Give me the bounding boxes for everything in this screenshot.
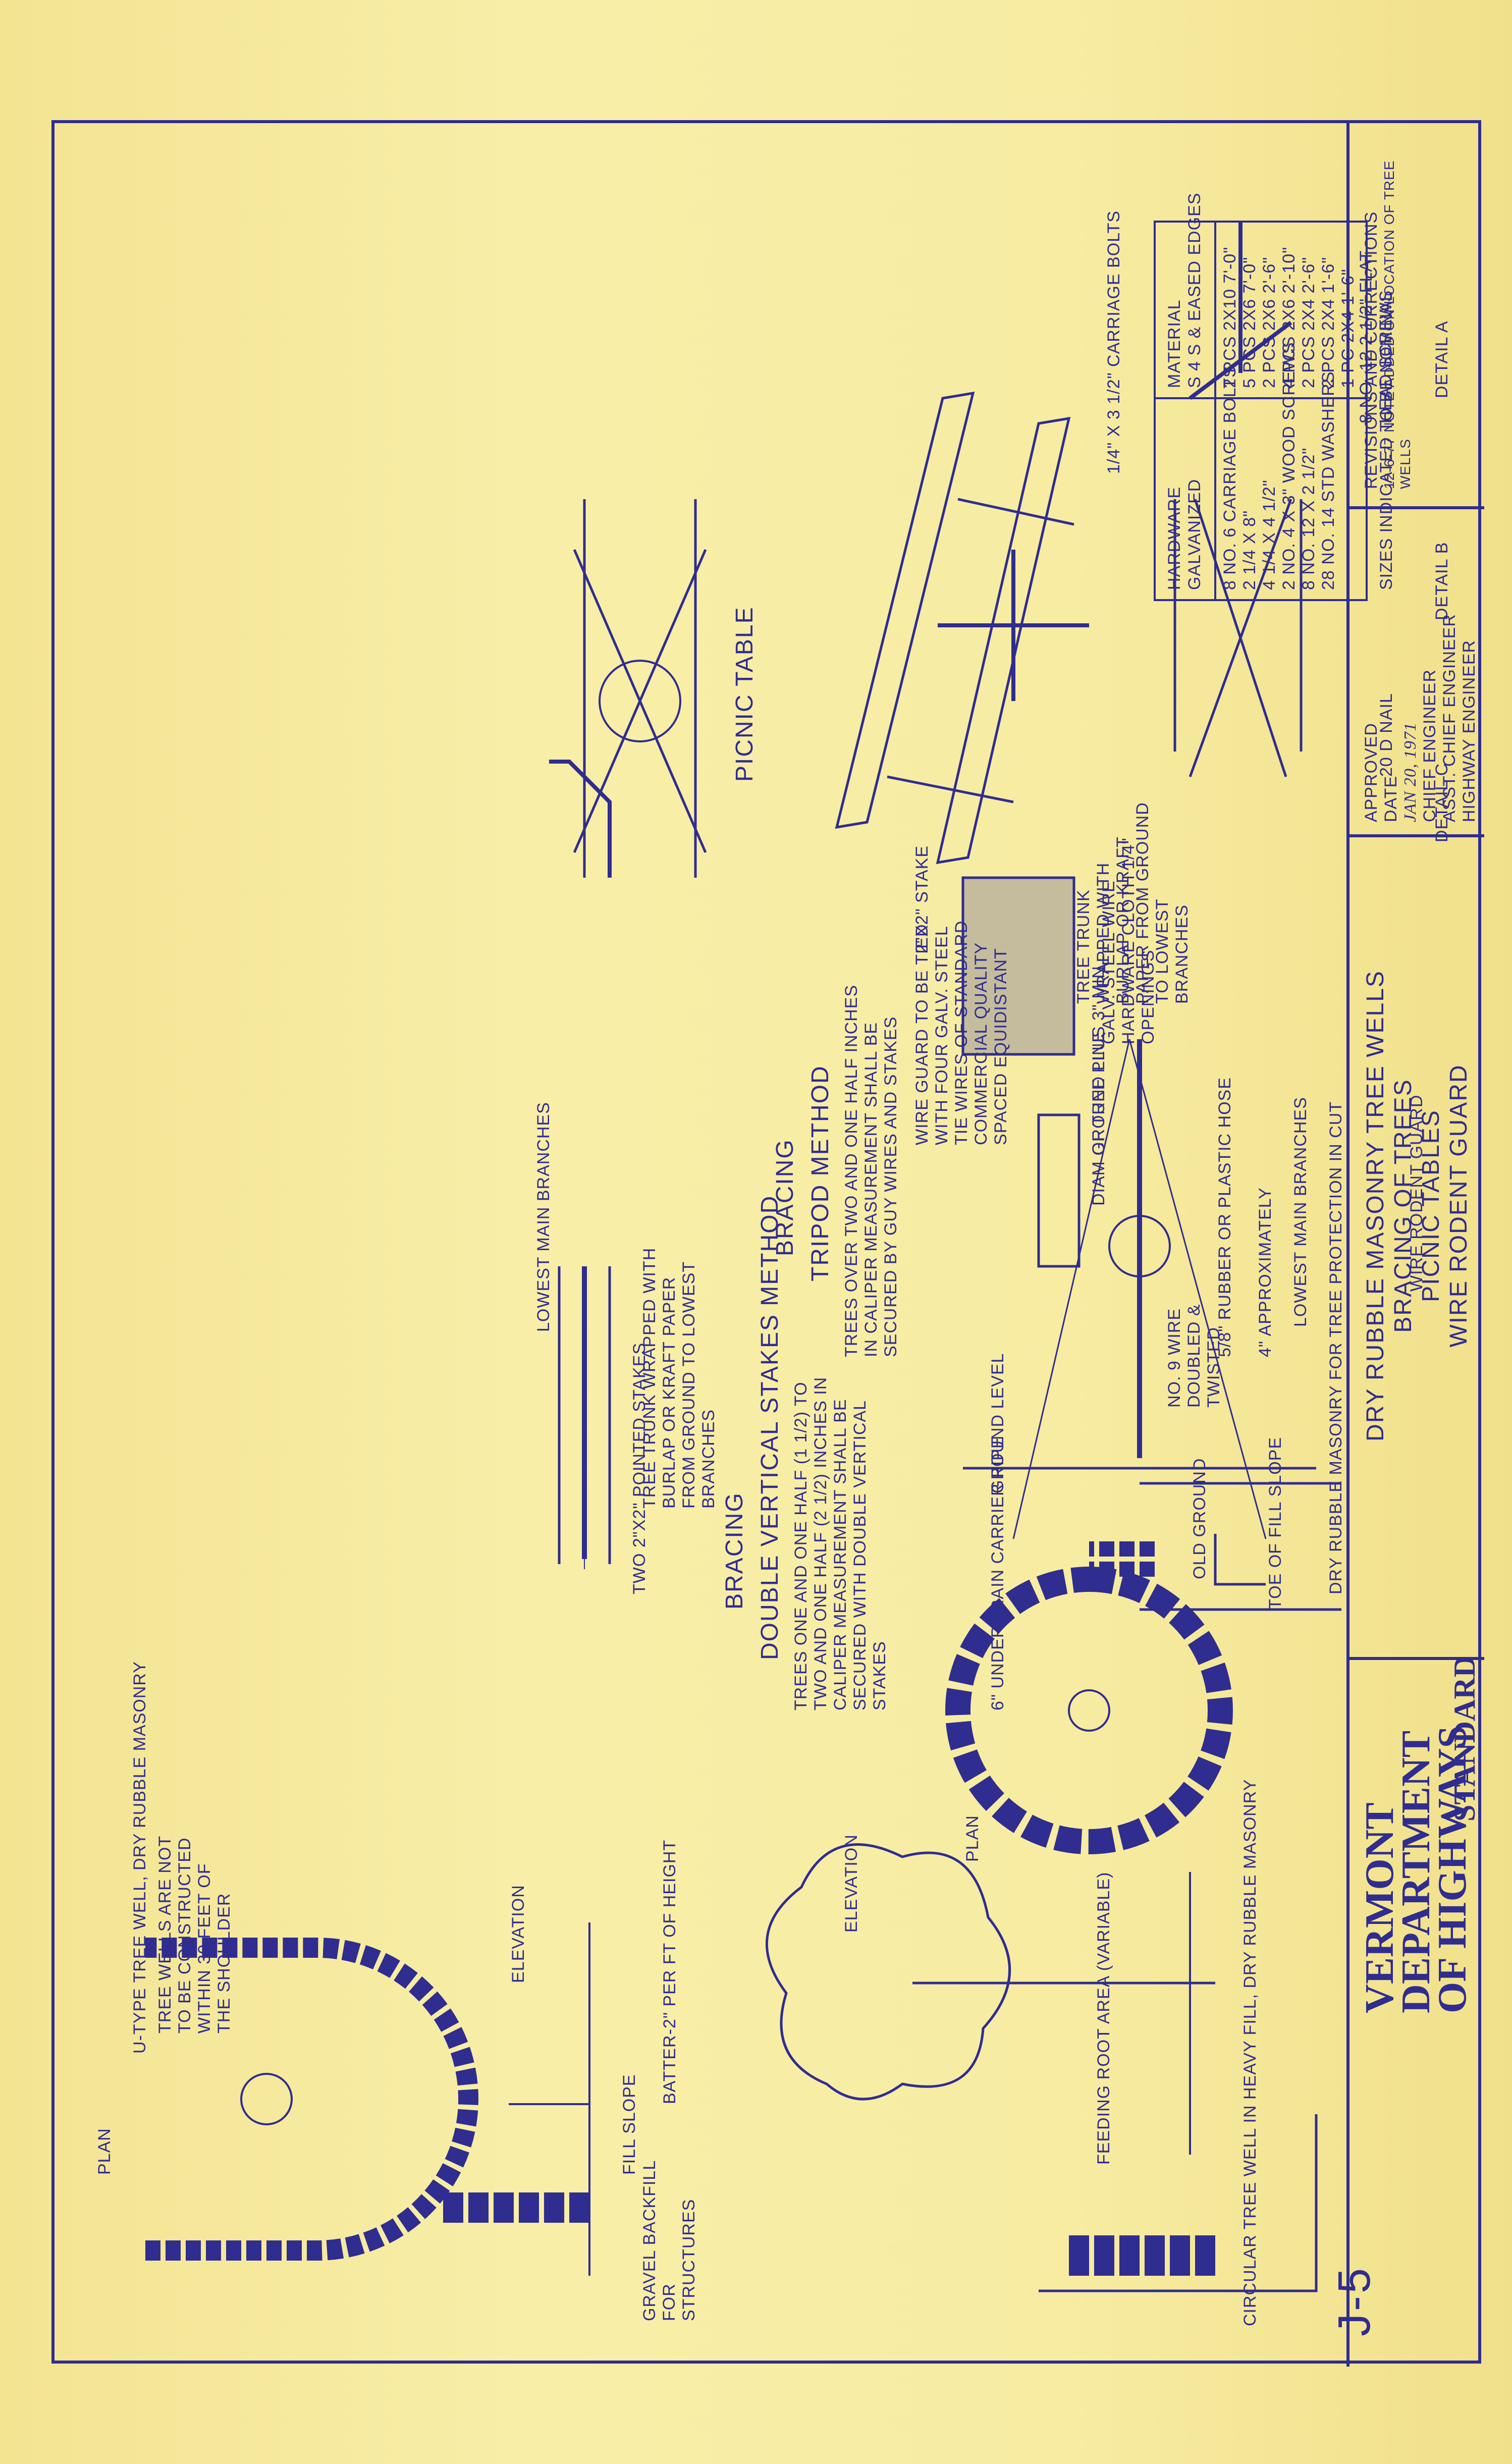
agency-line-1: VERMONT [1358, 1802, 1402, 2013]
sheet-number: J-5 [1329, 2265, 1380, 2336]
hardware-row: 2 NO. 4 X 3" WOOD SCREWS [1279, 342, 1299, 590]
label-elevation-u: ELEVATION [509, 1885, 528, 1983]
label-picnic-table: PICNIC TABLE [731, 606, 758, 782]
line-art [145, 221, 1368, 2292]
label-old-ground: OLD GROUND [1190, 1458, 1209, 1579]
title-line-4: WIRE RODENT GUARD [1445, 1064, 1472, 1348]
revisions-heading: REVISIONS AND CORRECTIONS [1362, 211, 1381, 489]
circular-elevation [1039, 2114, 1318, 2292]
label-ground-line: GROUND LINE [1089, 1030, 1108, 1155]
agency-standard: STANDARD [1448, 1655, 1481, 1822]
title-line-1: DRY RUBBLE MASONRY TREE WELLS [1362, 970, 1389, 1441]
date-value: Jan 20, 1971 [1401, 722, 1420, 822]
label-trunk-wrapped-a: TREE TRUNK WRAPPED WITH BURLAP OR KRAFT … [640, 1247, 718, 1509]
hardware-row: 8 NO. 12 X 2 1/2" [1299, 447, 1318, 590]
materials-list-2: 8 NO. 6 CARRIAGE BOLTS 2 1/4 X 8" 4 1/4 … [1220, 342, 1338, 590]
label-plan-circ: PLAN [963, 1815, 982, 1862]
label-carriage-bolts: 1/4" X 3 1/2" CARRIAGE BOLTS [1104, 210, 1123, 474]
label-approx: 4" APPROXIMATELY [1256, 1187, 1275, 1357]
title-block-rule [1346, 123, 1349, 2367]
label-detail-b: DETAIL B [1432, 542, 1451, 620]
label-tripod-method: TRIPOD METHOD [807, 1065, 834, 1281]
label-plan-u: PLAN [95, 2128, 114, 2175]
approval-block: APPROVED DATE Jan 20, 1971 CHIEF ENGINEE… [1362, 614, 1479, 822]
label-gravel-backfill: GRAVEL BACKFILL FOR STRUCTURES [640, 2161, 698, 2321]
label-elevation-circ: ELEVATION [842, 1834, 861, 1933]
hardware-row: 8 NO. 6 CARRIAGE BOLTS [1220, 365, 1239, 590]
materials-sub1: S 4 S & EASED EDGES [1185, 192, 1204, 388]
sheet-title: DRY RUBBLE MASONRY TREE WELLS BRACING OF… [1362, 953, 1473, 1458]
u-type-plan [145, 1938, 478, 2261]
label-u-type: U-TYPE TREE WELL, DRY RUBBLE MASONRY [130, 1661, 149, 2054]
label-wire-doubled: NO. 9 WIRE DOUBLED & TWISTED [1165, 1304, 1223, 1408]
chief-engineer: CHIEF ENGINEER [1420, 669, 1439, 822]
label-tripod-note: TREES OVER TWO AND ONE HALF INCHES IN CA… [842, 984, 900, 1357]
rotated-drawing: J-5 PLAN U-TYPE TREE WELL, DRY RUBBLE MA… [55, 123, 1484, 2367]
title-line-2: BRACING OF TREES [1390, 1079, 1417, 1333]
label-bracing-tripod: BRACING [772, 1139, 798, 1256]
revisions-block: REVISIONS AND CORRECTIONS 12-6-77 NOTE A… [1362, 123, 1414, 489]
label-lowest-branches-a: LOWEST MAIN BRANCHES [534, 1102, 553, 1332]
agency-line-2: DEPARTMENT [1394, 1730, 1438, 2013]
drawing-frame: J-5 PLAN U-TYPE TREE WELL, DRY RUBBLE MA… [51, 120, 1484, 2367]
label-detail-a: DETAIL A [1432, 320, 1451, 399]
label-double-method: DOUBLE VERTICAL STAKES METHOD [757, 1195, 783, 1660]
title-block-divider-3 [1349, 506, 1484, 509]
picnic-table [835, 391, 1074, 865]
label-bracing-double: BRACING [721, 1492, 748, 1610]
label-feeding-root: FEEDING ROOT AREA (VARIABLE) [1094, 1871, 1113, 2165]
label-dry-rubble-cut: DRY RUBBLE MASONRY FOR TREE PROTECTION I… [1326, 1101, 1345, 1594]
label-two-stakes: TWO 2"X2" POINTED STAKES [630, 1342, 649, 1594]
highway-engineer: HIGHWAY ENGINEER [1460, 639, 1479, 822]
label-ground-level: GROUND LEVEL [988, 1353, 1007, 1493]
hardware-row: 2 1/4 X 8" [1240, 510, 1259, 590]
label-circular: CIRCULAR TREE WELL IN HEAVY FILL, DRY RU… [1240, 1779, 1260, 2326]
label-fill-slope: FILL SLOPE [620, 2074, 639, 2175]
asst-chief-engineer: ASST. CHIEF ENGINEER [1440, 614, 1459, 822]
title-line-3: PICNIC TABLES [1418, 1109, 1444, 1302]
materials-head2: HARDWARE [1165, 486, 1184, 590]
hardware-row: 4 1/4 X 4 1/2" [1260, 479, 1279, 590]
hardware-row: 28 NO. 14 STD WASHERS [1319, 371, 1338, 590]
label-double-note: TREES ONE AND ONE HALF (1 1/2) TO TWO AN… [791, 1376, 889, 1710]
materials-sub2: GALVANIZED [1185, 478, 1204, 590]
label-batter: BATTER-2" PER FT OF HEIGHT [660, 1839, 679, 2104]
label-tree-wells-note: TREE WELLS ARE NOT TO BE CONSTRUCTED WIT… [155, 1836, 234, 2033]
materials-head1: MATERIAL [1165, 299, 1184, 388]
tree-canopy [765, 1843, 1011, 2101]
revisions-entry: 12-6-77 NOTE ADDED ON LOCATION OF TREE W… [1381, 160, 1413, 489]
approved-label: APPROVED [1362, 723, 1381, 822]
label-toe-fill: TOE OF FILL SLOPE [1266, 1437, 1285, 1610]
label-wire-guard-note: WIRE GUARD TO BE TIED WITH FOUR GALV. ST… [912, 920, 1010, 1145]
label-lowest-branches-b: LOWEST MAIN BRANCHES [1291, 1097, 1310, 1327]
label-hardware-cloth: GALV. STEEL WIRE HARDWARE CLOTH 1/4" OPE… [1099, 837, 1158, 1044]
date-label: DATE [1381, 775, 1400, 822]
title-block-divider-2 [1349, 834, 1484, 837]
dry-rubble-cut [1140, 1482, 1341, 1611]
